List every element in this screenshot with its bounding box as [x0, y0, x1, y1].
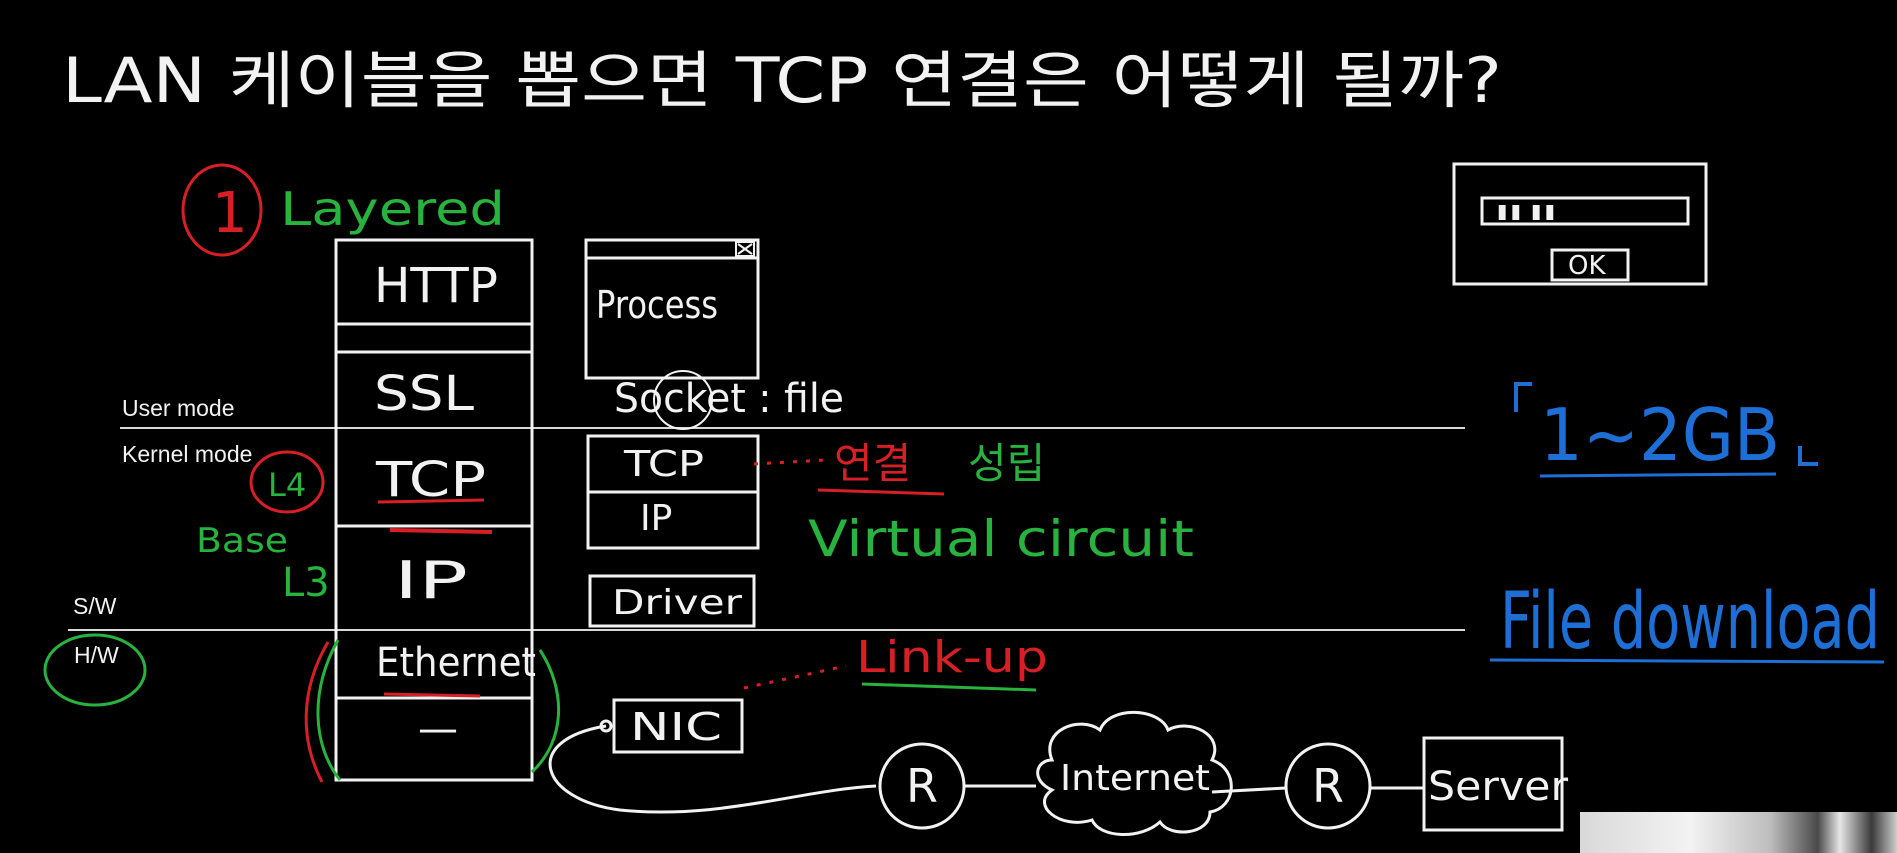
tcp-red-underline [377, 498, 485, 504]
connection-underline [817, 488, 945, 496]
progress-bar [1480, 196, 1690, 226]
lan-cable [548, 724, 877, 814]
layer-ip: IP [394, 551, 468, 611]
hw-bracket-red [304, 641, 330, 783]
page-title: LAN 케이블을 뽑으면 TCP 연결은 어떻게 될까? [62, 44, 1502, 117]
layer-tcp: TCP [375, 452, 486, 508]
close-icon-cross [737, 243, 753, 255]
nic-label: NIC [630, 705, 722, 749]
dialog-frame [1452, 162, 1708, 286]
size-label: 1~2GB [1540, 393, 1780, 477]
internet-cloud [1036, 710, 1233, 836]
server-label: Server [1428, 764, 1569, 810]
kernel-mode-label: Kernel mode [122, 441, 252, 467]
driver-box [588, 574, 756, 628]
virtual-circuit-label: Virtual circuit [808, 510, 1194, 568]
hw-label: H/W [74, 642, 119, 668]
l3-label: L3 [282, 560, 330, 606]
red-circle-one [181, 163, 263, 257]
base-label: Base [196, 521, 288, 561]
router-2-circle [1284, 742, 1372, 830]
protocol-stack: HTTP SSL TCP IP Ethernet — [304, 238, 561, 783]
ethernet-red-underline [383, 692, 481, 698]
link-up-label: Link-up [856, 632, 1048, 683]
connection-label: 연결 [834, 439, 911, 488]
hw-green-circle [43, 633, 147, 707]
layer-physical: — [418, 706, 458, 752]
hw-bracket-green-right [530, 649, 561, 774]
process-window: Process [584, 238, 760, 380]
kernel-ip-label: IP [640, 498, 672, 539]
layer-ethernet: Ethernet [376, 640, 536, 686]
socket-file-label: Socket : file [614, 376, 844, 422]
tcp-red-underline [389, 528, 493, 534]
l4-label: L4 [268, 466, 306, 504]
size-underline [1539, 472, 1777, 478]
layered-label: Layered [280, 182, 505, 236]
size-bracket-right [1798, 446, 1818, 466]
socket-circle [653, 370, 713, 430]
hw-bracket-green [316, 639, 342, 781]
process-frame [584, 238, 760, 380]
driver-label: Driver [612, 583, 742, 623]
layer-http: HTTP [374, 258, 498, 314]
size-bracket-left [1514, 382, 1532, 412]
webcam-overlay [1580, 812, 1897, 853]
kernel-tcp-label: TCP [623, 444, 704, 485]
tcp-dotted-leader [753, 458, 827, 466]
nic-box [612, 698, 744, 754]
link-internet-router2 [1211, 786, 1287, 794]
download-dialog: ⅡⅡ OK [1452, 162, 1708, 286]
dialog-ok-label: OK [1568, 251, 1606, 281]
kernel-ip-box [586, 490, 760, 550]
sw-label: S/W [73, 593, 117, 619]
layer-ssl: SSL [374, 366, 474, 422]
file-download-label: File download [1500, 577, 1880, 667]
user-mode-label: User mode [122, 395, 234, 421]
router-1-label: R [906, 759, 938, 813]
server-box [1422, 736, 1564, 832]
process-label: Process [596, 283, 718, 327]
file-download-underline [1489, 658, 1885, 664]
close-icon [735, 241, 755, 257]
stack-frame [334, 238, 534, 782]
router-2-label: R [1312, 759, 1344, 813]
internet-label: Internet [1060, 758, 1210, 799]
l4-red-circle [249, 450, 325, 514]
progress-bar-text: ⅡⅡ [1492, 201, 1560, 225]
establish-label: 성립 [968, 439, 1045, 488]
link-up-dotted-leader [743, 664, 847, 690]
link-up-underline [861, 682, 1037, 692]
dialog-ok-button [1550, 248, 1630, 282]
marker-one: 1 [212, 181, 248, 246]
